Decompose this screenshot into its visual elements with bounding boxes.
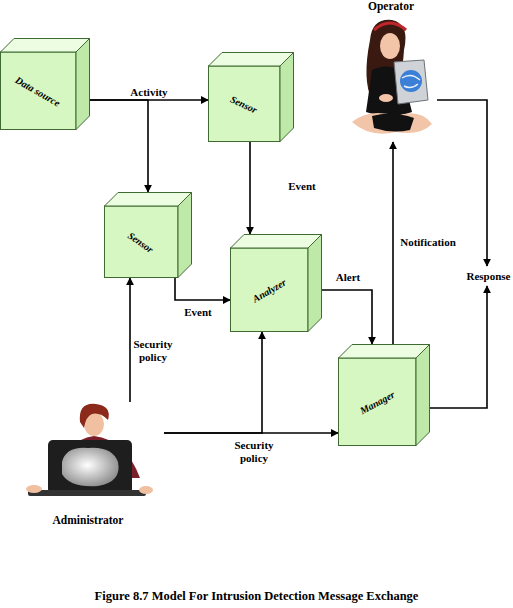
cube-side	[280, 53, 294, 142]
cube-side	[308, 235, 322, 332]
edge-label: Security policy	[128, 338, 178, 364]
message-arrow	[164, 332, 262, 433]
message-arrow	[90, 100, 148, 192]
message-arrow	[164, 432, 338, 434]
message-arrow	[430, 286, 487, 408]
edge-label: Event	[176, 306, 220, 319]
component-cube: Sensor	[104, 192, 192, 278]
administrator-monitor	[48, 440, 132, 494]
administrator-hand	[26, 485, 42, 493]
cube-top	[209, 53, 294, 67]
operator-figure	[352, 20, 432, 134]
edge-label: Alert	[328, 271, 368, 284]
administrator-hand	[139, 486, 153, 494]
actor-label: Operator	[345, 0, 437, 12]
monitor-screen	[62, 448, 119, 486]
cube-top	[1, 39, 90, 53]
response-label: Response	[464, 266, 513, 286]
edge-label: Notification	[392, 236, 464, 249]
administrator-hair	[80, 404, 109, 428]
figure-caption: Figure 8.7 Model For Intrusion Detection…	[0, 589, 513, 604]
operator-shorts	[372, 113, 414, 131]
cube-side	[416, 345, 430, 446]
component-cube: Analyzer	[230, 234, 322, 332]
administrator-keyboard	[28, 490, 146, 496]
operator-face	[380, 33, 400, 59]
actor-node: Operator	[345, 0, 437, 142]
administrator-figure	[26, 404, 153, 496]
cube-side	[178, 193, 192, 278]
cube-top	[339, 345, 430, 359]
operator-laptop	[394, 60, 428, 104]
message-arrow	[392, 142, 394, 344]
response-node: Response	[464, 266, 513, 286]
edge-label: Security policy	[229, 439, 279, 465]
operator-legs	[352, 113, 432, 134]
globe-lines	[402, 75, 420, 87]
component-cube: Sensor	[208, 52, 294, 142]
operator-headband	[374, 23, 406, 30]
cube-side	[76, 39, 90, 130]
actor-label: Administrator	[12, 514, 164, 526]
message-arrow	[249, 142, 251, 234]
operator-hand	[379, 94, 393, 102]
edge-label: Activity	[122, 86, 176, 99]
actor-node: Administrator	[12, 402, 164, 526]
message-arrow	[175, 278, 230, 300]
edge-label: Event	[280, 180, 324, 193]
component-cube: Data source	[0, 38, 90, 130]
laptop-globe	[400, 70, 422, 92]
message-arrow	[129, 278, 131, 402]
component-cube: Manager	[338, 344, 430, 446]
cube-top	[105, 193, 192, 207]
cube-top	[231, 235, 322, 249]
message-arrow	[322, 290, 372, 344]
